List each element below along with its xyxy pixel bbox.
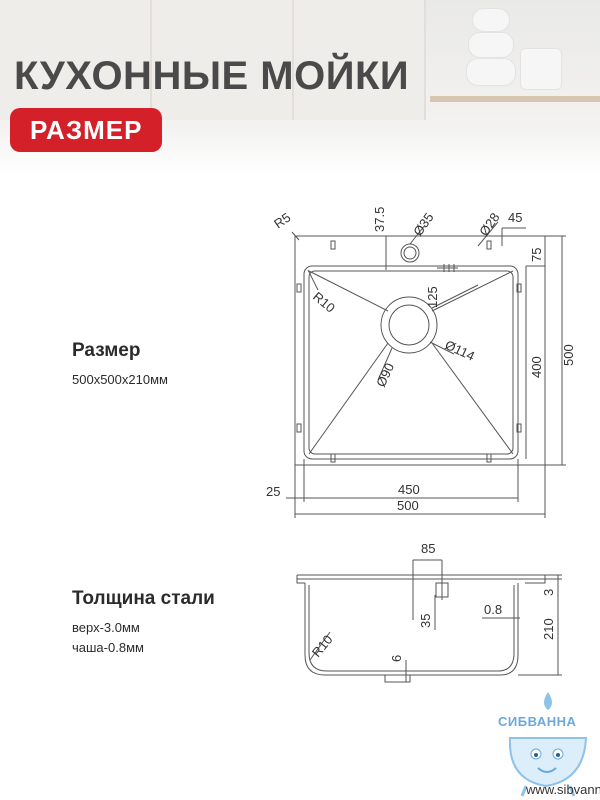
tap-hole [403, 246, 417, 260]
mount-clip [516, 423, 522, 433]
size-badge: РАЗМЕР [10, 108, 163, 152]
mount-clip [486, 240, 492, 250]
slope-line [308, 342, 389, 455]
dim-500-height-label: 500 [561, 344, 576, 366]
size-value: 500x500x210мм [72, 372, 168, 387]
dim-85-label: 85 [421, 541, 435, 556]
dim-25-label: 25 [266, 484, 280, 499]
drain-inner-circle [388, 304, 430, 346]
mount-clip [296, 283, 302, 293]
side-rim-right [525, 575, 546, 584]
cup [520, 48, 562, 90]
hero-background [0, 0, 600, 180]
mount-clip [330, 453, 336, 463]
mount-clip [486, 453, 492, 463]
mount-clip [330, 240, 336, 250]
dim-d114-label: Ø114 [443, 337, 477, 364]
cabinet-panel [0, 0, 152, 120]
dim-d90-label: Ø90 [373, 361, 397, 390]
cabinet-panel [152, 0, 294, 120]
side-drain [384, 675, 411, 683]
mount-clip [516, 283, 522, 293]
drain-outer-circle [380, 296, 438, 354]
bowl-stack [468, 32, 514, 58]
sink-outer-outline [294, 235, 546, 466]
logo-wordmark: СИБВАННА [498, 714, 577, 729]
dim-line [429, 341, 455, 355]
dim-450-label: 450 [398, 482, 420, 497]
dim-35-label: 35 [418, 614, 433, 628]
cabinet-panel [294, 0, 426, 120]
slope-line [308, 270, 389, 312]
dim-r5-label: R5 [271, 210, 293, 232]
dim-75-label: 75 [529, 248, 544, 262]
brand-logo: www.sibvanna.ru СИБВАННА [496, 690, 600, 800]
wooden-shelf [430, 96, 600, 102]
side-bowl-inner [308, 585, 515, 672]
bowl-inner-outline [308, 270, 514, 455]
slope-line [431, 342, 514, 455]
dim-500-width-label: 500 [397, 498, 419, 513]
page-title: КУХОННЫЕ МОЙКИ [14, 54, 410, 98]
thickness-heading: Толщина стали [72, 588, 215, 609]
side-rim-left [296, 575, 305, 584]
dim-210-label: 210 [541, 618, 556, 640]
dim-line [291, 231, 300, 241]
slope-line [431, 270, 514, 312]
bathtub-mascot-icon: www.sibvanna.ru [508, 692, 600, 797]
size-heading: Размер [72, 340, 141, 361]
bowl-outline [303, 265, 519, 460]
dim-400-label: 400 [529, 356, 544, 378]
dim-37-5-label: 37.5 [372, 207, 387, 232]
dim-line [377, 347, 393, 381]
dim-125-label: 125 [425, 286, 440, 308]
side-bowl-outline [304, 583, 519, 676]
dim-6-label: 6 [389, 655, 404, 662]
dim-0-8-label: 0.8 [484, 602, 502, 617]
dim-line [309, 631, 331, 661]
thickness-bowl: чаша-0.8мм [72, 640, 144, 655]
dim-line [409, 224, 426, 245]
thickness-top: верх-3.0мм [72, 620, 140, 635]
dim-45-label: 45 [508, 210, 522, 225]
dim-r10-label: R10 [310, 289, 338, 316]
dim-line [477, 221, 499, 247]
dim-3-label: 3 [541, 589, 556, 596]
logo-url: www.sibvanna.ru [525, 782, 600, 797]
bowl-stack [466, 58, 516, 86]
bowl-stack [472, 8, 510, 32]
dim-d35-label: Ø35 [410, 210, 436, 239]
dim-line [307, 269, 319, 291]
dim-d28-label: Ø28 [476, 210, 502, 239]
mount-clip [296, 423, 302, 433]
dim-line [431, 284, 479, 309]
